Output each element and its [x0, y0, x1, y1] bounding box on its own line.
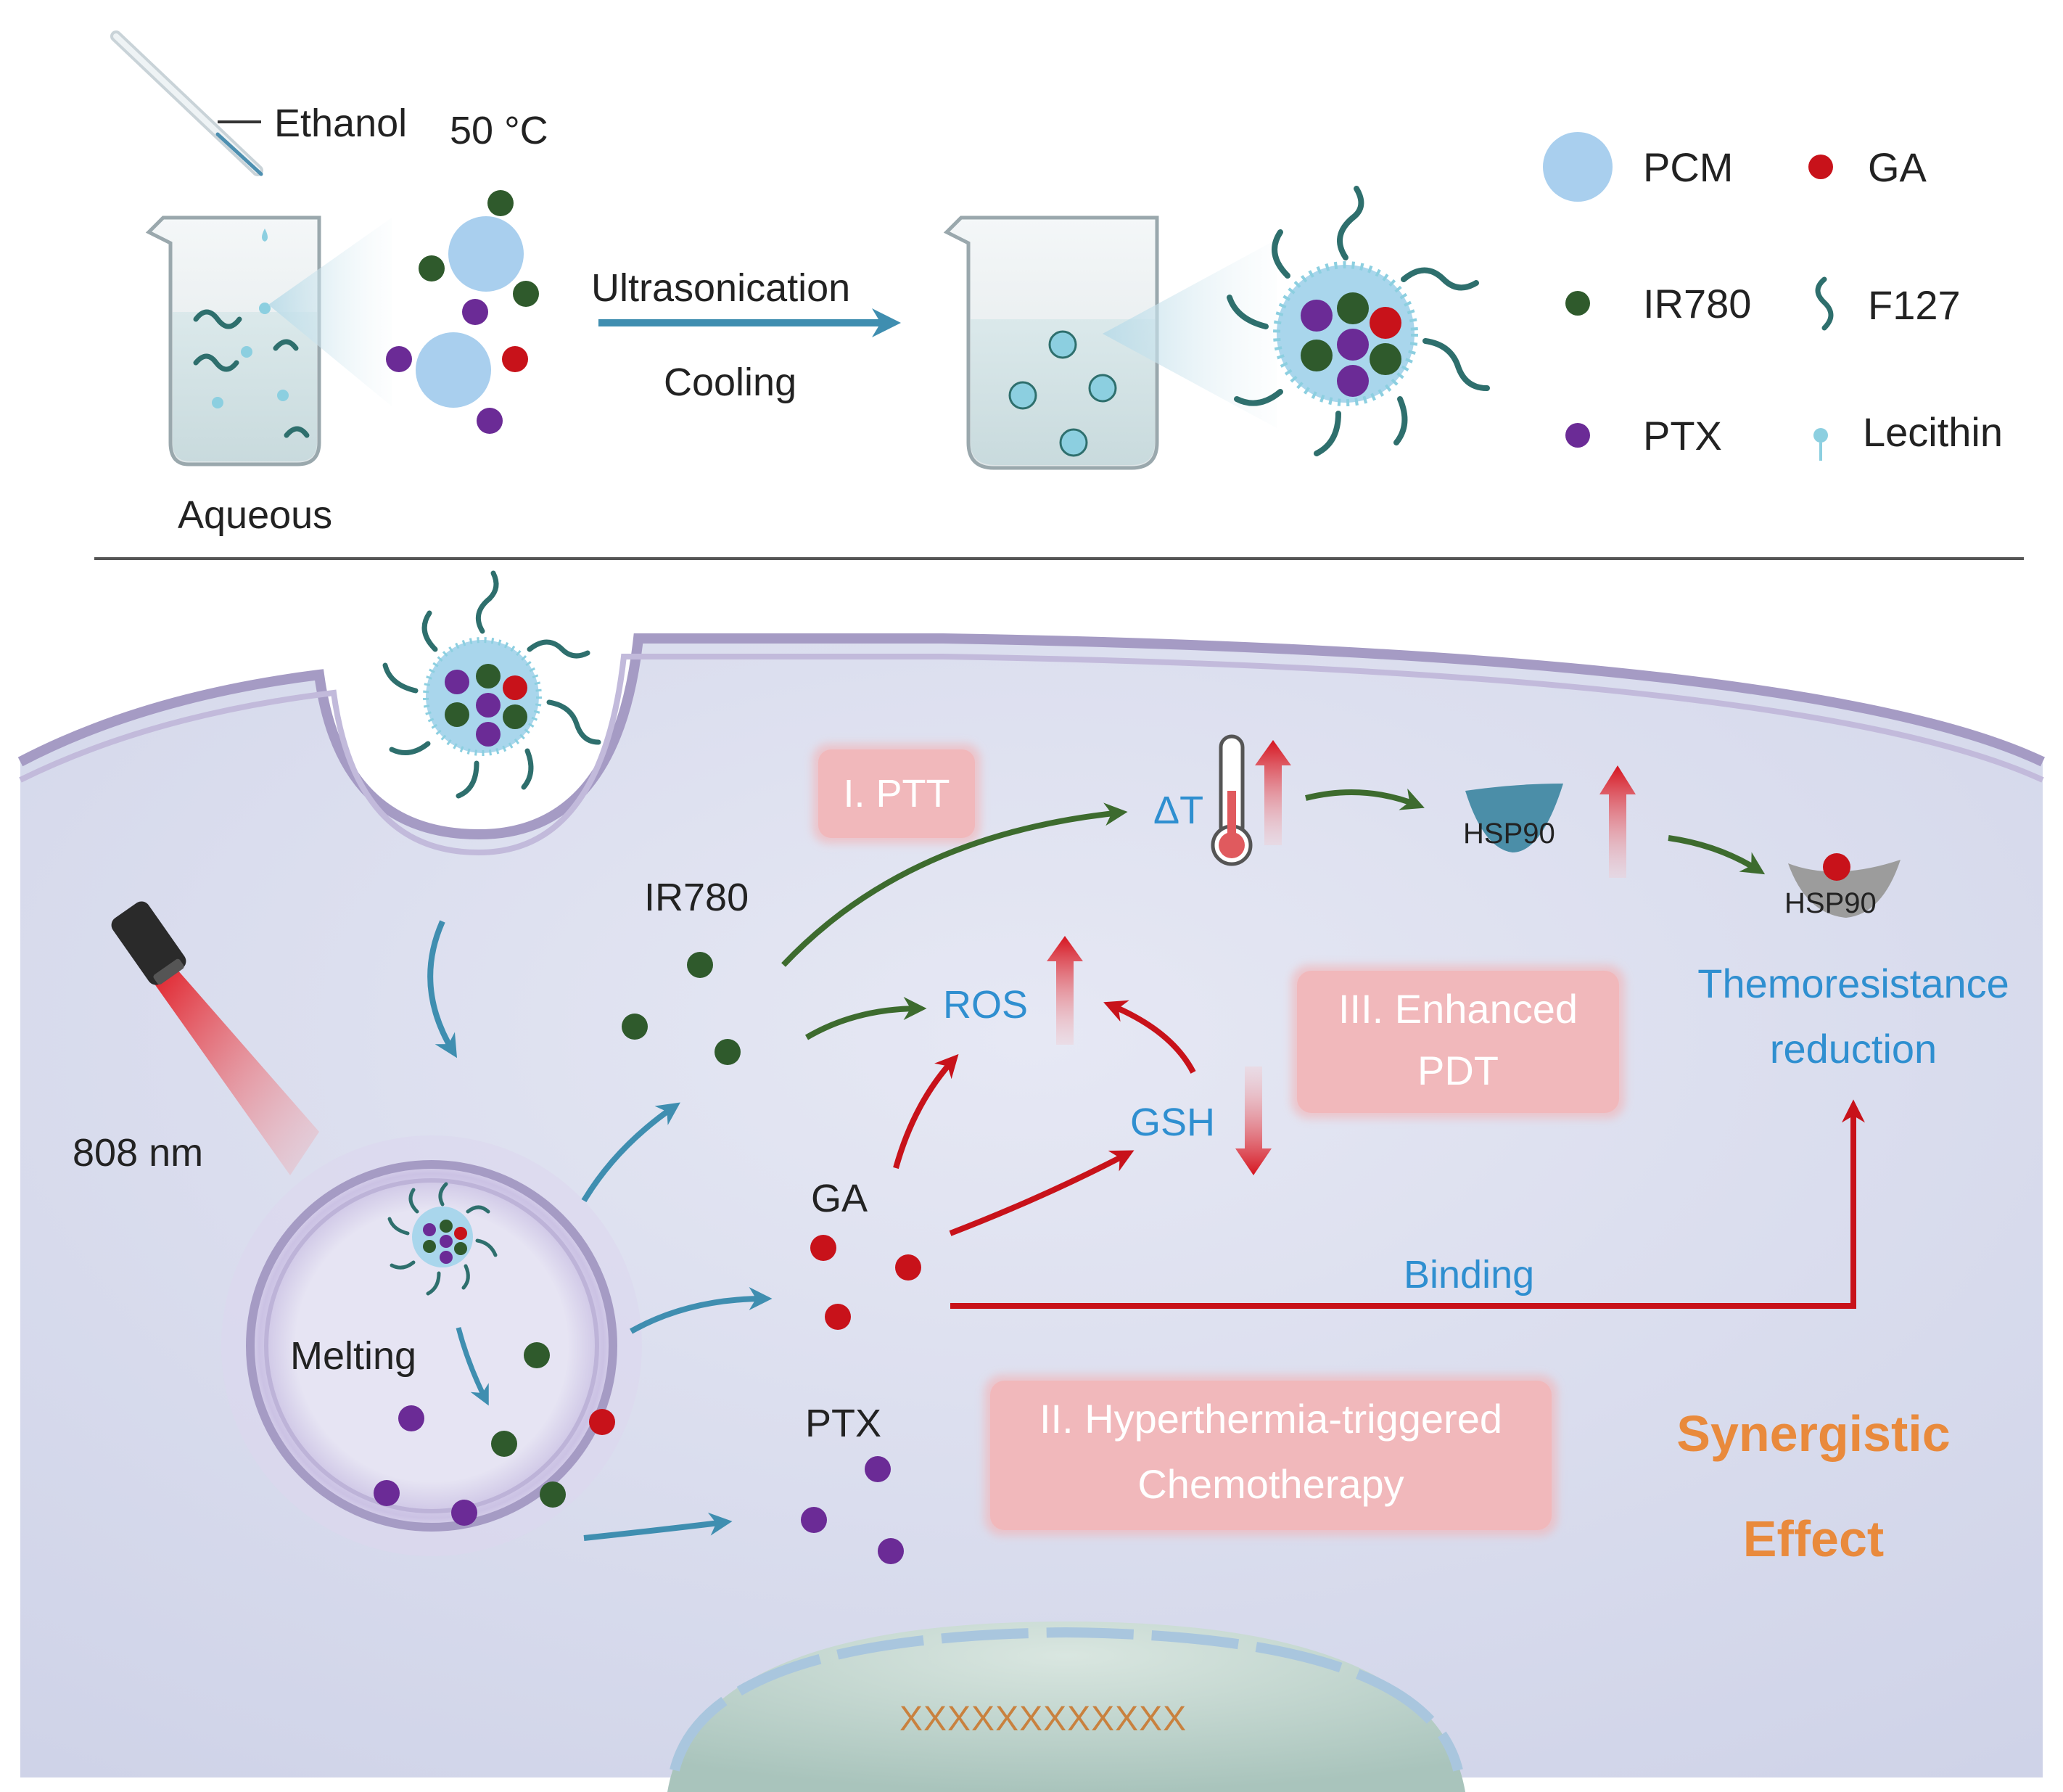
hsp90-label: HSP90 — [1463, 818, 1555, 850]
legend-ir780-symbol — [1565, 291, 1590, 316]
hsp90-bound-label: HSP90 — [1784, 887, 1877, 919]
legend-ir780-label: IR780 — [1643, 281, 1751, 326]
resistance-line2: reduction — [1770, 1026, 1937, 1072]
binding-arrow — [950, 1099, 1865, 1309]
chemo-box: II. Hyperthermia-triggered Chemotherapy — [984, 1375, 1557, 1536]
arrow-ga-to-ros — [893, 1053, 959, 1170]
dna-strand: XXXXXXXXXXXX — [899, 1700, 1187, 1738]
beaker-nanoparticles — [943, 215, 1159, 470]
delta-t-label: ΔT — [1153, 789, 1203, 832]
arrow-ga-to-gsh — [949, 1150, 1135, 1236]
top-panel: Ethanol 50 °C Aqueous — [110, 30, 2003, 537]
arrow-ir780-to-heat — [781, 802, 1128, 967]
nucleus: XXXXXXXXXXXX — [667, 1622, 1465, 1792]
synergy-line2: Effect — [1743, 1511, 1884, 1567]
arrow-ir780-to-ros — [804, 997, 927, 1040]
ptt-box-label: I. PTT — [844, 772, 950, 815]
nanoparticle-entering — [382, 570, 601, 799]
ga-label: GA — [811, 1177, 868, 1220]
pdt-box-line1: III. Enhanced — [1338, 986, 1578, 1032]
ros-label: ROS — [943, 983, 1028, 1027]
ethanol-label: Ethanol — [274, 102, 407, 145]
arrow-heat-to-hsp90 — [1305, 788, 1425, 810]
legend-f127-symbol — [1815, 276, 1834, 331]
ptx-particles — [801, 1456, 904, 1564]
laser-icon — [111, 901, 319, 1175]
binding-label: Binding — [1404, 1253, 1534, 1296]
ga-particles — [810, 1235, 921, 1330]
legend-lecithin-label: Lecithin — [1863, 409, 2003, 455]
ir780-particles — [622, 952, 741, 1065]
cell-panel: XXXXXXXXXXXX — [17, 570, 2045, 1792]
zoom-cone-2 — [1103, 239, 1277, 428]
beaker-aqueous — [145, 215, 321, 467]
legend-ptx-label: PTX — [1643, 413, 1722, 459]
temperature-up-arrow — [1255, 740, 1291, 845]
released-particles — [374, 1342, 615, 1526]
legend-ptx-symbol — [1565, 423, 1590, 448]
legend-pcm-label: PCM — [1643, 144, 1733, 190]
nanoparticle-large — [1227, 186, 1490, 456]
melting-label: Melting — [290, 1334, 416, 1378]
synergy-line1: Synergistic — [1676, 1405, 1950, 1462]
gsh-label: GSH — [1130, 1101, 1215, 1144]
release-arrow-ir780 — [581, 1102, 680, 1203]
arrow-gsh-to-ros — [1103, 1000, 1196, 1074]
pdt-box-line2: PDT — [1417, 1048, 1499, 1093]
ultrasonication-label: Ultrasonication — [591, 266, 850, 310]
ir780-label: IR780 — [644, 876, 749, 919]
chemo-box-line1: II. Hyperthermia-triggered — [1039, 1396, 1502, 1442]
ros-up-arrow — [1047, 936, 1083, 1045]
endosome-vesicle — [221, 1135, 642, 1556]
aqueous-label: Aqueous — [178, 493, 332, 537]
release-arrow-ptx — [583, 1512, 733, 1541]
resistance-line1: Themoresistance — [1697, 961, 2009, 1006]
legend: PCM GA IR780 F127 PTX Lecithin — [1543, 132, 2003, 461]
endocytosis-arrow — [427, 920, 458, 1059]
thermometer-icon — [1211, 734, 1253, 866]
mixture-particles — [386, 190, 539, 434]
hsp90-up-arrow — [1599, 765, 1636, 878]
legend-ga-label: GA — [1868, 144, 1927, 190]
arrow-hsp90-to-bound — [1668, 835, 1766, 875]
hsp90-protein: HSP90 — [1463, 784, 1563, 852]
temperature-label: 50 °C — [450, 109, 548, 152]
legend-ga-symbol — [1808, 155, 1833, 179]
release-arrow-ga — [630, 1287, 773, 1334]
ptx-label: PTX — [805, 1402, 881, 1445]
ptt-box: I. PTT — [812, 744, 981, 844]
laser-label: 808 nm — [73, 1131, 203, 1175]
pdt-box: III. Enhanced PDT — [1291, 965, 1625, 1119]
melting-arrow — [456, 1327, 489, 1406]
gsh-down-arrow — [1235, 1066, 1272, 1175]
zoom-cone-1 — [268, 218, 392, 406]
cooling-label: Cooling — [664, 361, 796, 404]
chemo-box-line2: Chemotherapy — [1137, 1461, 1404, 1507]
legend-lecithin-symbol — [1813, 428, 1828, 461]
hsp90-bound: HSP90 — [1784, 853, 1901, 919]
nanoparticle-small — [387, 1182, 498, 1296]
pipette-icon — [110, 30, 263, 176]
legend-f127-label: F127 — [1868, 282, 1961, 328]
legend-pcm-symbol — [1543, 132, 1613, 202]
